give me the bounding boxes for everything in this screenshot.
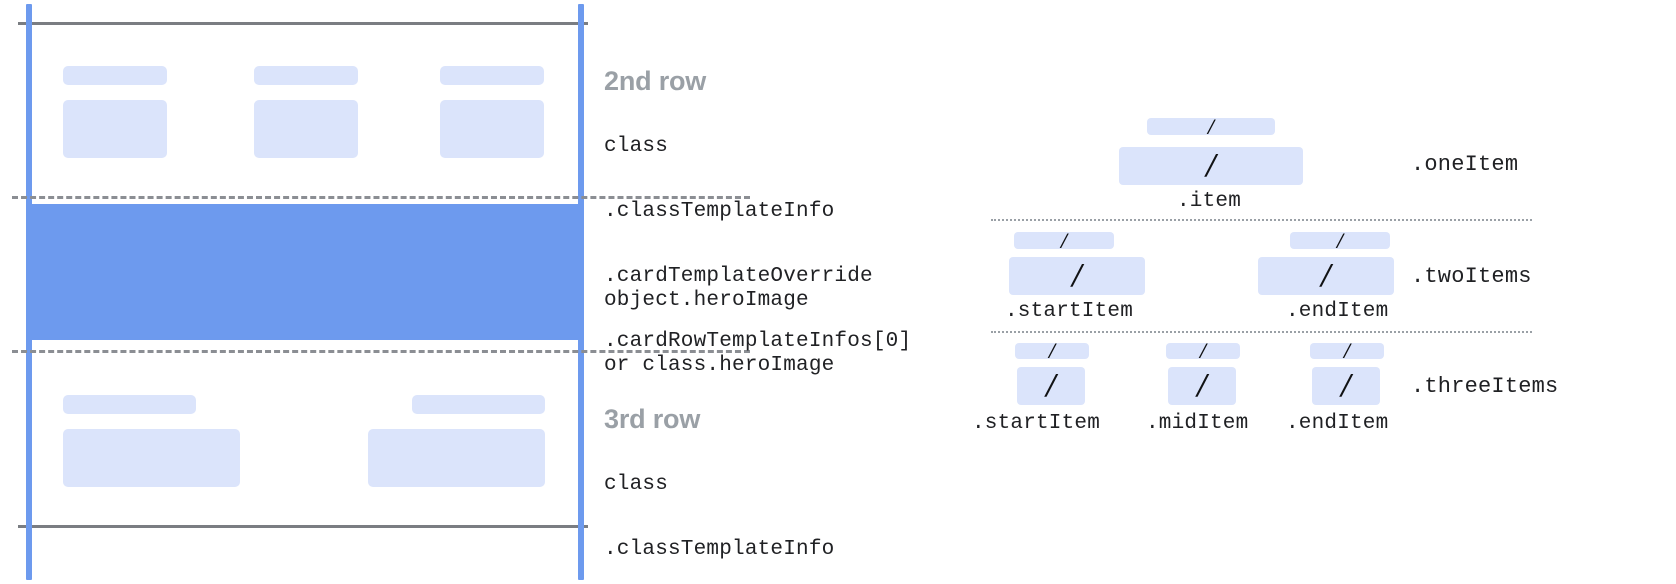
row3-col2-body-chip: [368, 429, 545, 487]
oneitem-item-caption: .item: [1177, 190, 1242, 213]
threeitems-startitem-label-slot: /: [1015, 338, 1089, 363]
twoitems-enditem-value-slot: /: [1258, 257, 1394, 295]
twoitems-startitem-label-slot: /: [1014, 227, 1114, 253]
threeitems-startitem-value-slot: /: [1017, 367, 1085, 405]
slash-icon: /: [1072, 257, 1082, 294]
slash-icon: /: [1207, 113, 1215, 139]
row2-col3-label-chip: [440, 66, 544, 85]
row3-annotation-line-1: class: [604, 473, 669, 496]
threeitems-enditem-value-slot: /: [1312, 367, 1380, 405]
hero-row3-divider: [12, 350, 750, 353]
threeitems-startitem-caption: .startItem: [972, 412, 1101, 435]
group-name-oneitem: .oneItem: [1411, 152, 1519, 177]
twoitems-enditem-label-slot: /: [1290, 227, 1390, 253]
threeitems-miditem-label-slot: /: [1166, 338, 1240, 363]
slash-icon: /: [1321, 257, 1331, 294]
row2-col1-label-chip: [63, 66, 167, 85]
row3-col2-label-chip: [412, 395, 545, 414]
slash-icon: /: [1046, 367, 1056, 404]
hero-image-band: [31, 204, 583, 340]
oneitem-item-value-slot: /: [1119, 147, 1303, 185]
hero-annotation: object.heroImage or class.heroImage: [604, 250, 834, 416]
group-name-threeitems: .threeItems: [1411, 374, 1559, 399]
row2-col1-body-chip: [63, 100, 167, 158]
card-mockup: [0, 0, 750, 584]
row3-annotation-title: 3rd row: [604, 404, 701, 434]
slash-icon: /: [1336, 227, 1344, 253]
row2-annotation-title: 2nd row: [604, 66, 707, 96]
threeitems-enditem-caption: .endItem: [1286, 412, 1389, 435]
row2-hero-divider: [12, 196, 750, 199]
row3-col1-label-chip: [63, 395, 196, 414]
slash-icon: /: [1197, 367, 1207, 404]
row2-col2-body-chip: [254, 100, 358, 158]
row2-annotation-line-4: .cardRowTemplateInfos[0]: [604, 330, 912, 353]
row2-col2-label-chip: [254, 66, 358, 85]
hero-annotation-line-1: object.heroImage: [604, 289, 809, 312]
row2-annotation-line-2: .classTemplateInfo: [604, 200, 835, 223]
hero-annotation-line-2: or class.heroImage: [604, 354, 835, 377]
slash-icon: /: [1048, 338, 1056, 363]
row2-col3-body-chip: [440, 100, 544, 158]
row3-annotation: 3rd row class .classTemplateInfo .cardTe…: [604, 368, 911, 584]
row3-col1-body-chip: [63, 429, 240, 487]
row3-annotation-line-2: .classTemplateInfo: [604, 538, 835, 561]
row2-annotation-line-3: .cardTemplateOverride: [604, 265, 873, 288]
slash-icon: /: [1206, 147, 1216, 184]
twoitems-enditem-caption: .endItem: [1286, 300, 1389, 323]
threeitems-miditem-value-slot: /: [1168, 367, 1236, 405]
row2-annotation: 2nd row class .classTemplateInfo .cardTe…: [604, 30, 911, 392]
twoitems-startitem-value-slot: /: [1009, 257, 1145, 295]
oneitem-item-label-slot: /: [1147, 113, 1275, 139]
threeitems-miditem-caption: .midItem: [1146, 412, 1249, 435]
slash-icon: /: [1060, 227, 1068, 253]
slash-icon: /: [1343, 338, 1351, 363]
slash-icon: /: [1341, 367, 1351, 404]
threeitems-enditem-label-slot: /: [1310, 338, 1384, 363]
card-bottom-rule: [18, 525, 588, 528]
group-name-twoitems: .twoItems: [1411, 264, 1532, 289]
oneitem-twoitems-divider: [991, 219, 1532, 221]
twoitems-threeitems-divider: [991, 331, 1532, 333]
twoitems-startitem-caption: .startItem: [1005, 300, 1134, 323]
slash-icon: /: [1199, 338, 1207, 363]
card-left-guide: [26, 4, 32, 580]
row2-annotation-line-1: class: [604, 135, 669, 158]
card-top-rule: [18, 22, 588, 25]
